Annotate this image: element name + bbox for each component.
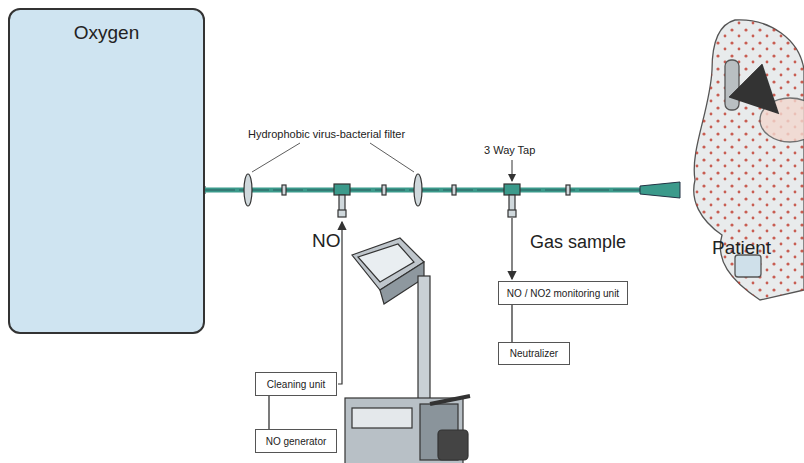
patient-label: Patient: [712, 237, 771, 259]
filter-leader: [252, 143, 300, 172]
filter-label: Hydrophobic virus-bacterial filter: [248, 128, 405, 140]
tap-label: 3 Way Tap: [484, 144, 535, 156]
node-label: NO / NO2 monitoring unit: [507, 288, 619, 299]
monitoring-box: NO / NO2 monitoring unit: [498, 281, 628, 305]
node-label: Neutralizer: [510, 348, 558, 359]
tubing: [172, 174, 680, 217]
tap-leader: [512, 160, 513, 181]
node-label: Cleaning unit: [267, 379, 325, 390]
no-label: NO: [312, 230, 341, 252]
oxygen-panel: Oxygen: [8, 8, 205, 334]
gas-sample-label: Gas sample: [530, 232, 626, 253]
generator-box: NO generator: [255, 429, 337, 453]
cleaning-box: Cleaning unit: [255, 372, 337, 396]
patient-mask: [694, 20, 804, 300]
node-label: Oxygen: [10, 22, 203, 44]
sample-arrow: [511, 218, 512, 279]
node-label: NO generator: [266, 436, 327, 447]
filter-leader: [370, 143, 414, 172]
connector: [268, 396, 269, 429]
neutralizer-box: Neutralizer: [498, 342, 570, 365]
connector: [511, 305, 512, 342]
no-machine: [345, 238, 470, 463]
